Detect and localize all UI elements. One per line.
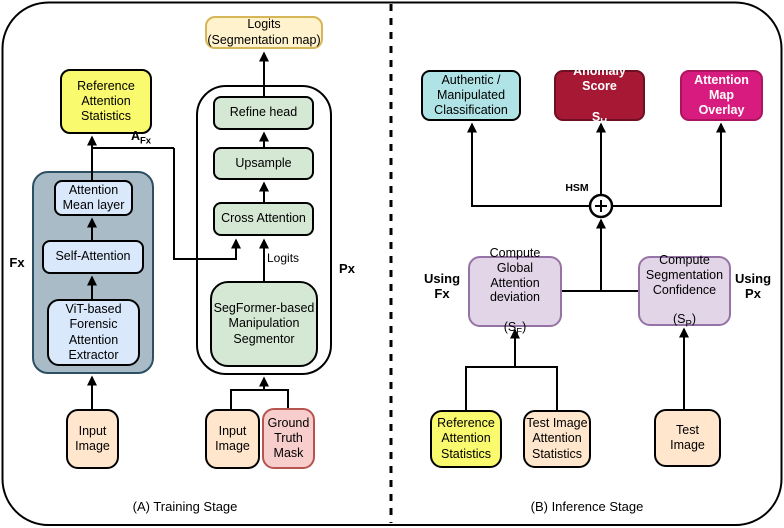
- compute-segmentation-text: Compute Segmentation Confidence (SP): [646, 238, 723, 344]
- training-stage-caption: (A) Training Stage: [132, 499, 238, 514]
- using-fx-label: Using Fx: [423, 271, 461, 301]
- anomaly-score-symbol: S: [591, 109, 601, 124]
- sf-close: ): [522, 319, 527, 334]
- upsample-box: Upsample: [213, 147, 314, 180]
- compute-global-attention-deviation-box: Compute Global Attention deviation (SF): [468, 246, 562, 337]
- ground-truth-mask-box: Ground Truth Mask: [262, 408, 315, 469]
- input-image-box-px: Input Image: [205, 409, 260, 469]
- anomaly-score-text: Anomaly Score SH: [556, 49, 643, 142]
- a-fx-main: A: [130, 129, 140, 143]
- using-px-label: Using Px: [734, 271, 772, 301]
- compute-global-attention-lines: Compute Global Attention deviation: [489, 246, 541, 305]
- a-fx-edge-label: AFx: [124, 129, 158, 146]
- logits-segmentation-map-box: Logits (Segmentation map): [205, 16, 323, 49]
- hsm-label: HSM: [565, 182, 589, 194]
- sp-close: ): [691, 312, 696, 326]
- sf-open: (S: [503, 319, 517, 334]
- compute-global-attention-text: Compute Global Attention deviation (SF): [470, 231, 560, 351]
- anomaly-score-box: Anomaly Score SH: [554, 64, 645, 127]
- a-fx-sub: Fx: [139, 135, 152, 147]
- anomaly-score-symbol-line: SH: [556, 110, 643, 127]
- sf-symbol-line: (SF): [470, 320, 560, 337]
- segformer-segmentor-box: SegFormer-based Manipulation Segmentor: [210, 281, 318, 367]
- self-attention-box: Self-Attention: [42, 240, 144, 274]
- input-image-box-fx: Input Image: [66, 409, 119, 469]
- test-image-box: Test Image: [654, 409, 721, 467]
- anomaly-score-line1: Anomaly Score: [573, 64, 626, 94]
- sp-symbol-line: (SP): [646, 312, 723, 329]
- compute-segmentation-lines: Compute Segmentation Confidence: [645, 253, 724, 297]
- inference-stage-caption: (B) Inference Stage: [530, 499, 644, 514]
- refine-head-box: Refine head: [213, 96, 314, 130]
- compute-segmentation-confidence-box: Compute Segmentation Confidence (SP): [638, 253, 731, 329]
- test-image-attention-statistics-box: Test Image Attention Statistics: [523, 410, 591, 468]
- fx-branch-label: Fx: [9, 255, 25, 270]
- logits-edge-label: Logits: [267, 251, 300, 265]
- reference-attention-statistics-box-inference: Reference Attention Statistics: [430, 410, 502, 468]
- px-branch-label: Px: [339, 261, 355, 276]
- reference-attention-statistics-box: Reference Attention Statistics: [60, 69, 152, 134]
- vit-forensic-extractor-box: ViT-based Forensic Attention Extractor: [47, 299, 140, 366]
- attention-mean-layer-box: Attention Mean layer: [54, 180, 133, 216]
- authentic-manipulated-classification-box: Authentic / Manipulated Classification: [421, 70, 521, 121]
- cross-attention-box: Cross Attention: [213, 202, 314, 236]
- anomaly-score-subscript: H: [600, 116, 608, 128]
- attention-map-overlay-box: Attention Map Overlay: [680, 70, 763, 121]
- sp-open: (S: [672, 312, 686, 326]
